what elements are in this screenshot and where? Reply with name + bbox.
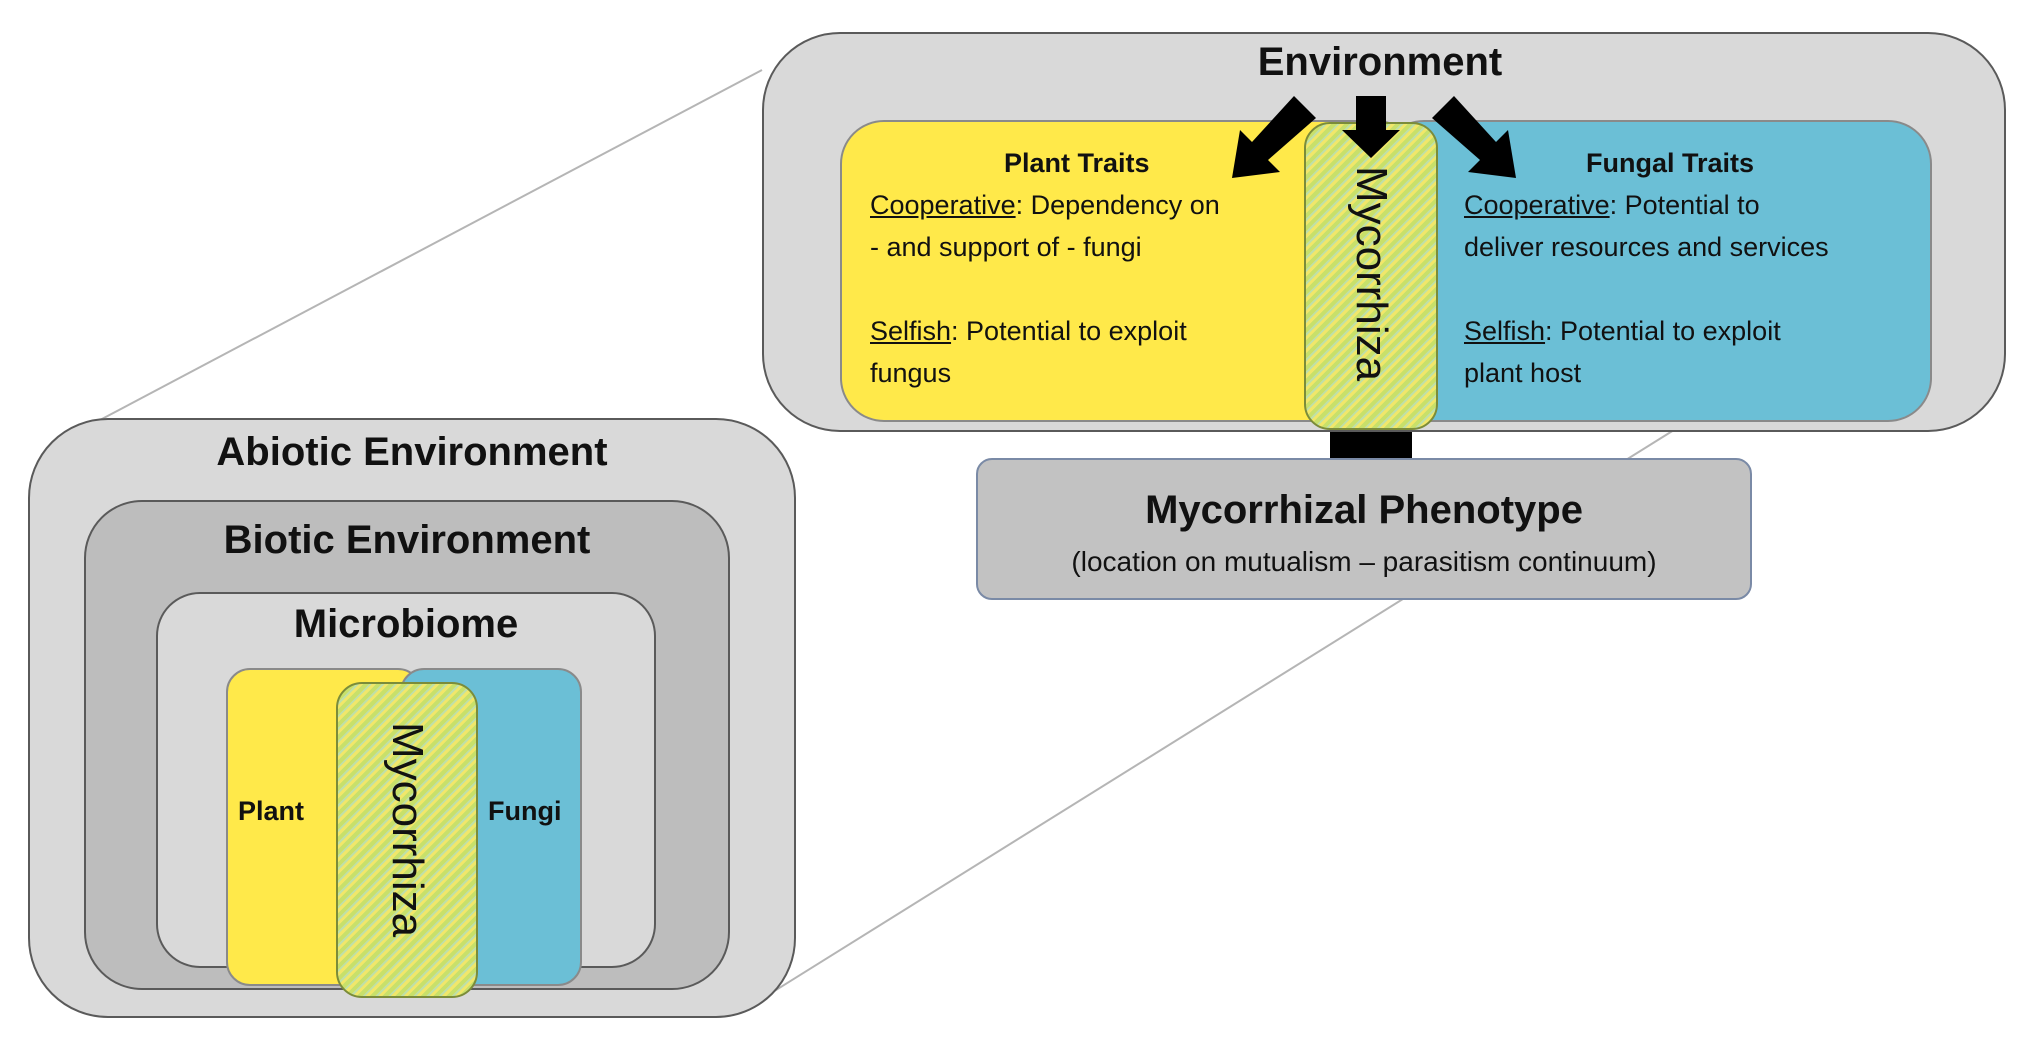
mycorrhiza-vertical-label: Mycorrhiza <box>383 722 432 938</box>
plant-label: Plant <box>238 796 305 826</box>
fungal-cooperative-line1: : Potential to <box>1609 190 1760 220</box>
plant-selfish-line2: fungus <box>870 358 952 388</box>
arrow-environment-to-plant <box>1232 96 1316 178</box>
arrow-environment-to-fungi <box>1432 96 1516 178</box>
fungal-cooperative-line2: deliver resources and services <box>1464 232 1829 262</box>
phenotype-subtitle: (location on mutualism – parasitism cont… <box>1071 546 1657 577</box>
phenotype-title: Mycorrhizal Phenotype <box>1145 488 1583 532</box>
plant-traits-text: Cooperative: Dependency on - and support… <box>870 184 1300 394</box>
plant-traits-heading: Plant Traits <box>1004 148 1150 178</box>
fungal-traits-text: Cooperative: Potential to deliver resour… <box>1464 184 1924 394</box>
abiotic-environment-label: Abiotic Environment <box>216 430 608 474</box>
mycorrhiza-panel-label: Mycorrhiza <box>1347 166 1396 382</box>
mycorrhiza-overlap-box <box>336 682 478 998</box>
biotic-environment-label: Biotic Environment <box>223 518 591 562</box>
plant-selfish-term: Selfish <box>870 316 952 346</box>
plant-cooperative-term: Cooperative <box>870 190 1016 220</box>
plant-cooperative-line2: - and support of - fungi <box>870 232 1142 262</box>
fungal-selfish-line1: : Potential to exploit <box>1545 316 1781 346</box>
fungal-traits-heading: Fungal Traits <box>1586 148 1755 178</box>
microbiome-label: Microbiome <box>293 602 519 646</box>
fungal-cooperative-term: Cooperative <box>1464 190 1610 220</box>
mycorrhiza-overlap-panel <box>1304 122 1438 430</box>
phenotype-box <box>976 458 1752 600</box>
plant-selfish-line1: : Potential to exploit <box>951 316 1187 346</box>
arrow-environment-to-mycorrhiza <box>1342 96 1400 158</box>
plant-cooperative-line1: : Dependency on <box>1015 190 1220 220</box>
environment-label: Environment <box>1257 40 1503 84</box>
fungi-label: Fungi <box>488 796 562 826</box>
fungal-selfish-line2: plant host <box>1464 358 1582 388</box>
fungal-selfish-term: Selfish <box>1464 316 1546 346</box>
